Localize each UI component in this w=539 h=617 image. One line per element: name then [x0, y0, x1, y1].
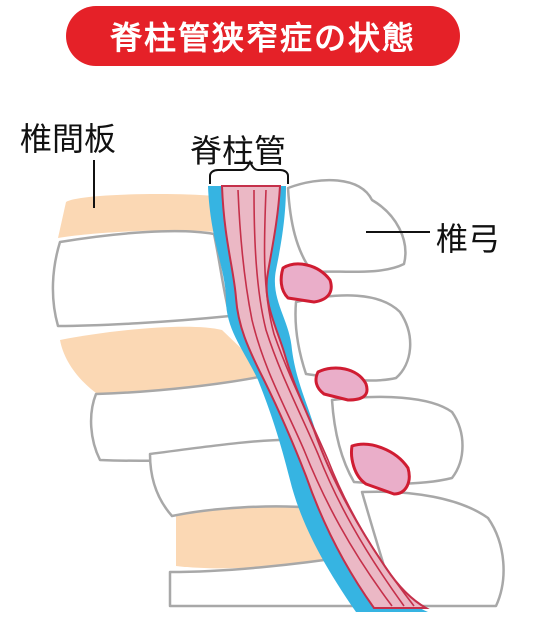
thickened-ligaments	[279, 262, 411, 496]
vertebral-arch-2	[294, 294, 412, 382]
label-spinal-canal: 脊柱管	[190, 132, 287, 170]
leader-lines	[93, 159, 430, 233]
vertebral-arch-1	[286, 178, 407, 274]
ligament-3	[350, 442, 411, 496]
diagram-title: 脊柱管狭窄症の状態	[109, 19, 416, 57]
disc-top	[58, 194, 216, 238]
vertebra-body-1	[51, 229, 232, 328]
label-vertebral-arch: 椎弓	[436, 220, 501, 258]
ligament-2	[314, 366, 369, 402]
vertebral-arch-4	[360, 490, 505, 608]
spinal-cord	[220, 185, 430, 609]
label-intervertebral-disc: 椎間板	[20, 120, 117, 158]
nerve-fibers	[237, 189, 415, 607]
title-banner: 脊柱管狭窄症の状態	[66, 6, 460, 66]
ligament-1	[279, 262, 333, 304]
canal-brace	[209, 159, 289, 184]
bones	[51, 178, 505, 608]
disc-middle	[60, 326, 268, 396]
